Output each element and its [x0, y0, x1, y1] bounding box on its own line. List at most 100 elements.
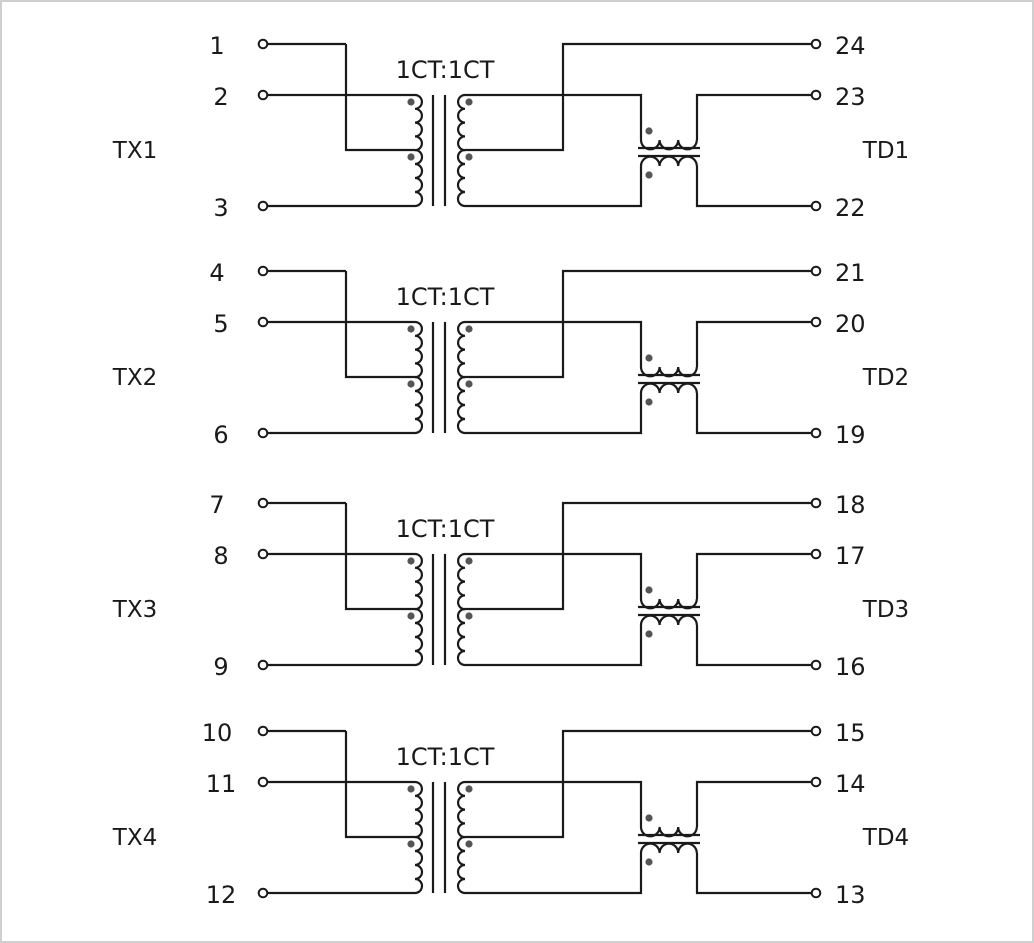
tx-channel-label: TX3 [112, 597, 157, 623]
pin-terminal [257, 659, 269, 671]
pin-terminal [257, 776, 269, 788]
choke-winding-lower [639, 842, 698, 854]
wire [695, 320, 812, 367]
tx-channel-label: TX4 [112, 825, 157, 851]
td-channel-label: TD1 [862, 138, 909, 164]
wire [695, 93, 812, 140]
secondary-winding-upper [457, 93, 466, 152]
polarity-dot [645, 814, 653, 822]
choke-winding-upper [639, 366, 698, 378]
pin-number: 18 [835, 491, 866, 519]
secondary-winding-lower [456, 375, 466, 435]
turns-ratio-label: 1CT:1CT [396, 283, 495, 311]
turns-ratio-label: 1CT:1CT [396, 743, 495, 771]
pin-terminal [257, 265, 269, 277]
pin-terminal [810, 89, 822, 101]
pin-number: 6 [213, 421, 228, 449]
pin-terminal [810, 265, 822, 277]
pin-number: 10 [202, 719, 233, 747]
wire [465, 93, 643, 140]
wire [465, 780, 643, 827]
wire [465, 320, 643, 367]
pin-number: 21 [835, 259, 866, 287]
choke-winding-upper [639, 598, 698, 610]
center-tap-wire [344, 503, 415, 611]
td-channel-label: TD2 [862, 365, 909, 391]
pin-terminal [810, 316, 822, 328]
wire [695, 853, 812, 895]
pin-terminal [257, 427, 269, 439]
td-channel-label: TD4 [862, 825, 909, 851]
polarity-dot [645, 586, 653, 594]
pin-number: 24 [835, 32, 866, 60]
polarity-dot [645, 858, 653, 866]
choke-winding-lower [639, 155, 698, 167]
pin-terminal [257, 200, 269, 212]
polarity-dot [465, 612, 473, 620]
polarity-dot [465, 557, 473, 565]
pin-number: 14 [835, 770, 866, 798]
polarity-dot [407, 325, 415, 333]
pin-number: 16 [835, 653, 866, 681]
pin-terminal [257, 725, 269, 737]
pin-terminal [810, 427, 822, 439]
pin-number: 4 [209, 259, 224, 287]
wire [695, 393, 812, 435]
tx-channel-label: TX1 [112, 138, 157, 164]
primary-winding-upper [414, 93, 423, 152]
pin-terminal [810, 887, 822, 899]
primary-winding-upper [414, 552, 423, 611]
primary-winding-upper [414, 780, 423, 839]
pin-number: 11 [206, 770, 237, 798]
pin-number: 2 [213, 83, 228, 111]
turns-ratio-label: 1CT:1CT [396, 56, 495, 84]
primary-winding-lower [414, 148, 424, 208]
polarity-dot [645, 398, 653, 406]
polarity-dot [465, 840, 473, 848]
pin-number: 8 [213, 542, 228, 570]
polarity-dot [465, 153, 473, 161]
tx-channel-label: TX2 [112, 365, 157, 391]
pin-terminal [257, 38, 269, 50]
choke-winding-lower [639, 382, 698, 394]
polarity-dot [407, 840, 415, 848]
center-tap-wire [344, 44, 415, 152]
polarity-dot [645, 127, 653, 135]
polarity-dot [407, 557, 415, 565]
primary-winding-lower [414, 375, 424, 435]
center-tap-wire [344, 271, 415, 379]
pin-number: 7 [209, 491, 224, 519]
center-tap-wire [465, 501, 812, 611]
pin-terminal [810, 497, 822, 509]
polarity-dot [407, 153, 415, 161]
wire [465, 625, 643, 667]
center-tap-wire [465, 42, 812, 152]
pin-number: 13 [835, 881, 866, 909]
pin-terminal [257, 887, 269, 899]
polarity-dot [407, 612, 415, 620]
choke-winding-lower [639, 614, 698, 626]
secondary-winding-upper [457, 780, 466, 839]
pin-terminal [810, 725, 822, 737]
pin-number: 9 [213, 653, 228, 681]
wire [695, 625, 812, 667]
pin-terminal [810, 548, 822, 560]
pin-terminal [810, 38, 822, 50]
secondary-winding-lower [456, 148, 466, 208]
center-tap-wire [344, 731, 415, 839]
turns-ratio-label: 1CT:1CT [396, 515, 495, 543]
pin-terminal [810, 659, 822, 671]
polarity-dot [645, 630, 653, 638]
pin-number: 5 [213, 310, 228, 338]
pin-number: 1 [209, 32, 224, 60]
primary-winding-lower [414, 607, 424, 667]
pin-number: 3 [213, 194, 228, 222]
polarity-dot [465, 98, 473, 106]
pin-number: 17 [835, 542, 866, 570]
wire [465, 552, 643, 599]
wire [695, 552, 812, 599]
polarity-dot [645, 171, 653, 179]
pin-number: 15 [835, 719, 866, 747]
secondary-winding-lower [456, 607, 466, 667]
